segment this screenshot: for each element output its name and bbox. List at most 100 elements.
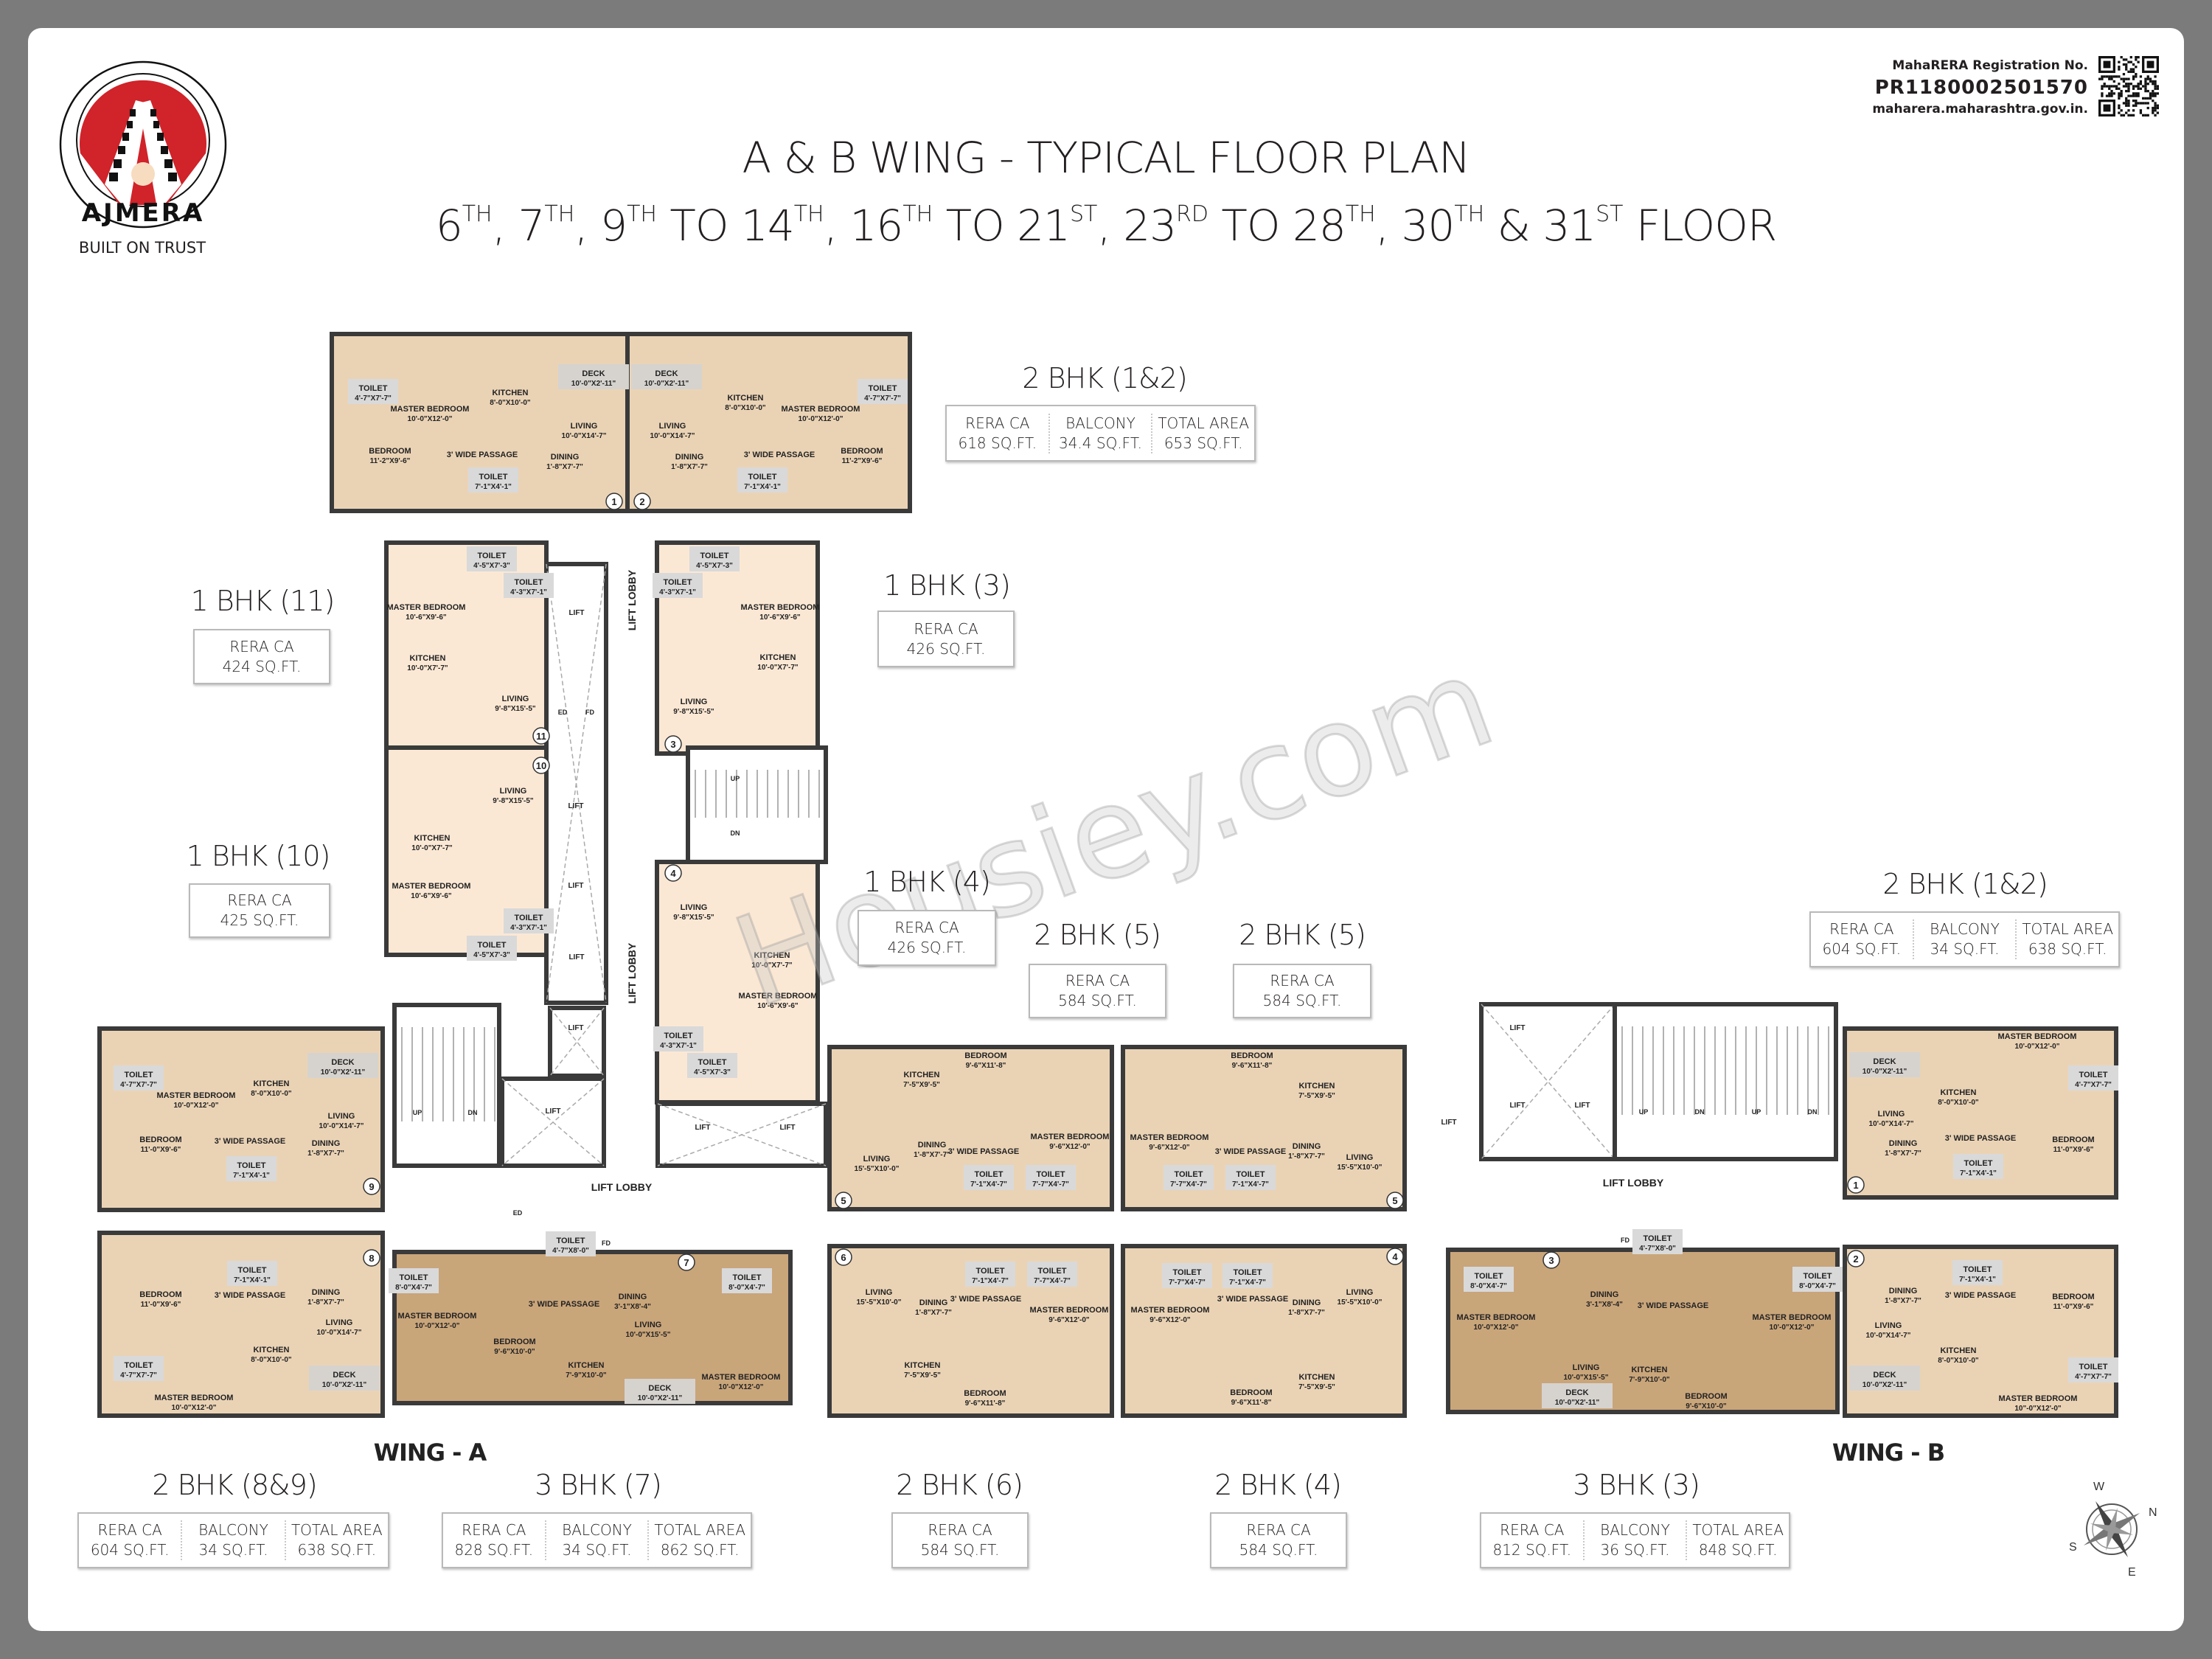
page-title: A & B WING - TYPICAL FLOOR PLAN xyxy=(742,133,1471,183)
unit-number: 10 xyxy=(536,760,546,771)
area-value: 584 SQ.FT. xyxy=(1262,992,1342,1009)
shaft-label: ED xyxy=(513,1209,523,1217)
room-dimension: 10'-6"X9'-6" xyxy=(757,1002,799,1010)
unit-number: 6 xyxy=(841,1252,846,1263)
room-dimension: 11'-0"X9'-6" xyxy=(2053,1146,2094,1154)
room-dimension: 9'-8"X15'-5" xyxy=(673,708,714,716)
stair-direction-label: DN xyxy=(731,830,740,837)
room-dimension: 1'-8"X7'-7" xyxy=(1288,1152,1325,1161)
room-label-master-bedroom: MASTER BEDROOM xyxy=(741,603,820,612)
area-value: 36 SQ.FT. xyxy=(1600,1541,1670,1559)
room-label-bedroom: BEDROOM xyxy=(2052,1293,2094,1301)
room-label-kitchen: KITCHEN xyxy=(760,653,796,662)
room-dimension: 8'-0"X10'-0" xyxy=(1938,1099,1979,1107)
room-dimension: 10'-0"X14'-7" xyxy=(317,1329,362,1337)
room-dimension: 10"-0"X12'-0" xyxy=(2014,1405,2062,1413)
area-label: TOTAL AREA xyxy=(1158,414,1250,432)
room-dimension: 7'-7"X4'-7" xyxy=(1034,1277,1071,1285)
lift-label: LIFT xyxy=(568,609,584,617)
area-label: RERA CA xyxy=(894,919,959,936)
stair-direction-label: UP xyxy=(1639,1108,1649,1116)
unit-type-title: 2 BHK (5) xyxy=(1034,919,1161,951)
room-label-toilet: TOILET xyxy=(479,473,508,481)
room-dimension: 7'-1"X4'-1" xyxy=(1960,1169,1997,1178)
shaft-label: FD xyxy=(1621,1237,1630,1244)
area-label: BALCONY xyxy=(198,1521,268,1539)
lift-label: LIFT xyxy=(1574,1102,1590,1110)
room-dimension: 10'-0"X15'-5" xyxy=(1564,1374,1609,1382)
lift-lobby-label: LIFT LOBBY xyxy=(626,569,638,630)
room-dimension: 7'-5"X9'-5" xyxy=(904,1371,941,1380)
room-label-living: LIVING xyxy=(863,1155,891,1164)
room-label-toilet: TOILET xyxy=(237,1161,266,1170)
unit-type-title: 1 BHK (11) xyxy=(190,585,335,617)
room-label-toilet: TOILET xyxy=(478,552,507,560)
room-label-toilet: TOILET xyxy=(515,578,543,587)
room-label-wide-passage: 3' WIDE PASSAGE xyxy=(950,1295,1022,1304)
room-dimension: 15'-5"X10'-0" xyxy=(855,1165,900,1173)
room-dimension: 9'-6"X11'-8" xyxy=(1232,1062,1273,1070)
floor-suffix: ST xyxy=(1069,201,1098,227)
unit-type-title: 3 BHK (7) xyxy=(535,1469,662,1501)
room-label-living: LIVING xyxy=(681,698,708,706)
floors-subtitle: 6TH, 7TH, 9TH TO 14TH, 16TH TO 21ST, 23R… xyxy=(0,201,2212,251)
room-label-dining: DINING xyxy=(1590,1290,1619,1299)
area-value: 653 SQ.FT. xyxy=(1164,434,1243,452)
room-label-toilet: TOILET xyxy=(557,1237,585,1245)
room-label-living: LIVING xyxy=(635,1321,662,1329)
compass-rose-icon: W N S E xyxy=(2069,1481,2157,1579)
lift-label: LIFT xyxy=(568,953,584,961)
logo-tagline: BUILT ON TRUST xyxy=(78,239,206,257)
area-label: RERA CA xyxy=(229,637,294,655)
room-dimension: 9'-6"X11'-8" xyxy=(966,1062,1006,1070)
room-dimension: 7'-1"X4'-1" xyxy=(233,1172,270,1180)
room-label-master-bedroom: MASTER BEDROOM xyxy=(157,1091,236,1100)
lift-label: LIFT xyxy=(779,1124,795,1132)
room-label-living: LIVING xyxy=(866,1288,893,1297)
room-dimension: 7'-1"X4'-7" xyxy=(972,1277,1009,1285)
area-value: 34 SQ.FT. xyxy=(1930,940,2000,958)
room-dimension: 4'-7"X7'-7" xyxy=(864,394,901,403)
unit-number: 5 xyxy=(841,1195,846,1206)
room-dimension: 10'-0"X12'-0" xyxy=(719,1383,764,1391)
room-dimension: 7'-7"X4'-7" xyxy=(1170,1180,1207,1189)
room-label-toilet: TOILET xyxy=(664,578,692,587)
room-label-bedroom: BEDROOM xyxy=(493,1338,535,1346)
lift-label: LIFT xyxy=(568,802,583,810)
room-label-deck: DECK xyxy=(333,1371,355,1380)
floor-number: , 7 xyxy=(492,201,546,251)
room-dimension: 7'-1"X4'-7" xyxy=(1229,1279,1266,1287)
room-label-deck: DECK xyxy=(1873,1371,1896,1380)
room-dimension: 10'-0"X14'-7" xyxy=(1869,1120,1914,1128)
room-label-kitchen: KITCHEN xyxy=(254,1079,290,1088)
stair-direction-label: DN xyxy=(468,1109,478,1116)
unit-number: 1 xyxy=(611,496,616,507)
unit-number-badge xyxy=(1847,1176,1865,1194)
room-label-master-bedroom: MASTER BEDROOM xyxy=(391,405,470,414)
room-dimension: 1'-8"X7'-7" xyxy=(307,1298,344,1307)
room-label-toilet: TOILET xyxy=(515,914,543,922)
room-dimension: 10'-0"X7'-7" xyxy=(411,844,453,852)
room-label-toilet: TOILET xyxy=(976,1267,1005,1276)
room-dimension: 11'-0"X9'-6" xyxy=(2053,1303,2094,1311)
room-dimension: 10'-0"X12'-0" xyxy=(1770,1324,1815,1332)
room-dimension: 1'-8"X7'-7" xyxy=(671,463,708,471)
room-dimension: 7'-7"X4'-7" xyxy=(1032,1180,1069,1189)
lift-label: LIFT xyxy=(1441,1119,1456,1127)
area-label: TOTAL AREA xyxy=(654,1521,746,1539)
room-dimension: 7'-1"X4'-1" xyxy=(744,483,781,491)
room-label-master-bedroom: MASTER BEDROOM xyxy=(387,603,466,612)
area-value: 34 SQ.FT. xyxy=(198,1541,268,1559)
room-label-dining: DINING xyxy=(551,453,580,462)
room-label-bedroom: BEDROOM xyxy=(1685,1392,1727,1401)
unit-number: 5 xyxy=(1392,1195,1397,1206)
room-label-kitchen: KITCHEN xyxy=(905,1361,941,1370)
compass-letter-e: E xyxy=(2128,1566,2136,1579)
room-dimension: 4'-7"X7'-7" xyxy=(120,1371,157,1380)
area-value: 638 SQ.FT. xyxy=(2028,940,2107,958)
